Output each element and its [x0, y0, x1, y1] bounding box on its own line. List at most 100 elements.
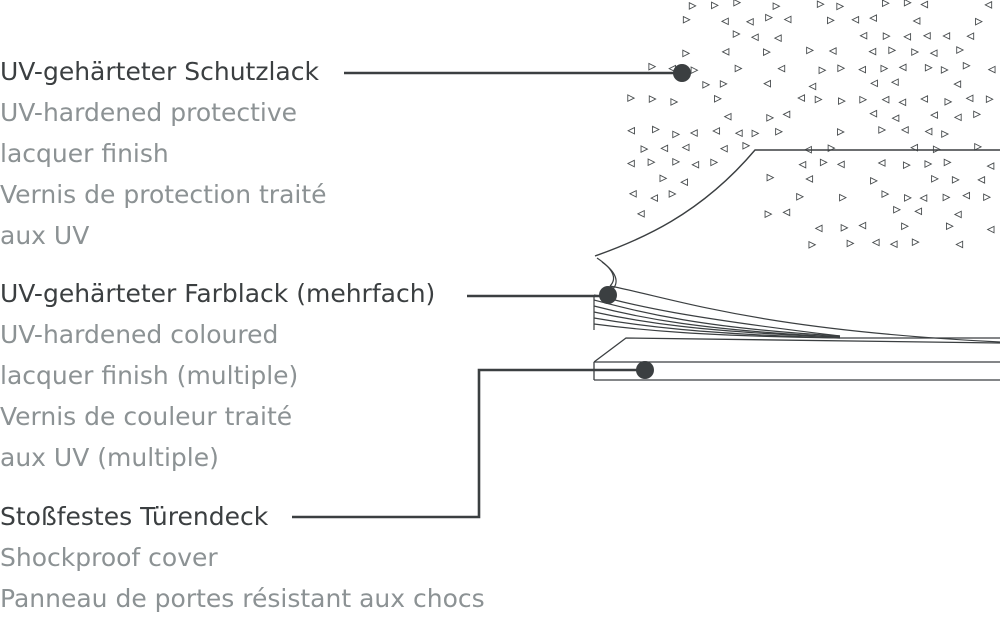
uv-particle — [903, 32, 912, 41]
uv-particle — [798, 160, 807, 169]
uv-particle — [734, 64, 743, 73]
uv-particle — [942, 32, 951, 40]
uv-particle — [836, 160, 845, 169]
label-primary: Stoßfestes Türendeck — [0, 502, 269, 531]
uv-particle — [719, 144, 728, 153]
callout-dot-protective-lacquer — [673, 64, 691, 82]
uv-particle — [732, 30, 741, 38]
uv-particle — [859, 31, 868, 40]
uv-particle — [984, 0, 993, 9]
uv-particle — [742, 141, 751, 150]
uv-particle — [652, 125, 660, 134]
uv-particle — [714, 94, 722, 103]
uv-particle — [814, 95, 823, 104]
uv-particle — [929, 49, 938, 58]
uv-particle — [940, 66, 949, 74]
uv-particle — [891, 114, 900, 123]
uv-particle — [766, 173, 775, 182]
uv-particle — [870, 79, 878, 88]
uv-particle — [796, 192, 805, 201]
uv-particle — [720, 17, 729, 26]
label-secondary: Panneau de portes résistant aux chocs — [0, 584, 485, 613]
uv-particle — [627, 94, 636, 102]
uv-particle — [953, 210, 962, 219]
uv-particle — [966, 32, 975, 41]
uv-particle — [962, 191, 971, 200]
uv-particle — [901, 222, 909, 231]
uv-particle — [688, 1, 697, 10]
uv-particle — [951, 175, 960, 184]
uv-particle — [689, 129, 698, 137]
leader-line-shockproof-cover — [292, 368, 645, 519]
uv-particle — [690, 66, 699, 75]
uv-particle — [910, 143, 919, 152]
uv-particle — [965, 94, 974, 103]
uv-particle — [902, 161, 911, 170]
uv-particle — [985, 95, 994, 104]
uv-particle — [889, 240, 898, 249]
uv-particle — [640, 145, 649, 153]
uv-particle — [858, 65, 866, 74]
uv-particle — [904, 193, 912, 202]
leader-lines — [292, 71, 682, 519]
label-secondary: lacquer finish (multiple) — [0, 361, 299, 390]
uv-particle — [888, 46, 897, 55]
uv-particle — [682, 15, 691, 24]
uv-particle — [943, 158, 952, 167]
uv-particle — [941, 130, 950, 138]
uv-particle — [851, 15, 860, 24]
uv-particle — [870, 176, 878, 185]
uv-particle — [881, 190, 890, 199]
label-primary: UV-gehärteter Farblack (mehrfach) — [0, 279, 436, 308]
uv-particle — [900, 125, 909, 134]
uv-particle — [893, 205, 902, 214]
uv-particle — [920, 0, 929, 9]
uv-particle — [871, 238, 880, 247]
uv-particle — [882, 32, 891, 41]
label-protective-lacquer: UV-gehärteter Schutzlack UV-hardened pro… — [0, 51, 327, 256]
uv-particle — [766, 113, 775, 122]
label-secondary: aux UV — [0, 221, 90, 250]
uv-particle — [668, 190, 677, 198]
uv-particle — [983, 193, 992, 202]
coloured-lacquer-sheets — [593, 257, 1000, 343]
uv-particle — [839, 193, 847, 202]
uv-particle — [819, 158, 828, 167]
uv-particle — [626, 159, 635, 168]
label-primary: UV-gehärteter Schutzlack — [0, 57, 319, 86]
uv-particle — [878, 126, 887, 134]
uv-particle — [912, 17, 921, 25]
uv-particle — [840, 223, 849, 232]
uv-particle — [838, 97, 846, 106]
uv-particle — [836, 2, 845, 11]
uv-particle — [922, 31, 931, 40]
uv-particle — [953, 113, 962, 122]
uv-particle — [956, 46, 965, 54]
uv-particle — [944, 97, 953, 106]
uv-particle — [733, 0, 742, 7]
uv-particle — [805, 175, 814, 183]
uv-particle — [962, 61, 971, 70]
uv-particle — [881, 0, 890, 8]
label-secondary: Vernis de couleur traité — [0, 402, 293, 431]
uv-particle — [782, 208, 791, 217]
uv-particle — [650, 194, 658, 203]
uv-particle — [719, 80, 728, 88]
uv-particle — [837, 128, 845, 136]
uv-particle — [987, 65, 996, 74]
uv-particle — [647, 158, 656, 167]
uv-particle — [920, 95, 929, 103]
uv-particle — [977, 175, 986, 184]
uv-particle — [710, 158, 719, 167]
uv-particle — [783, 15, 792, 24]
uv-particle — [880, 64, 889, 73]
uv-particle — [627, 126, 635, 135]
callout-dot-shockproof-cover — [636, 361, 654, 379]
uv-particle — [808, 240, 817, 249]
uv-particle — [628, 189, 637, 198]
uv-particle — [911, 238, 920, 247]
uv-particle — [858, 221, 867, 230]
uv-particle — [712, 127, 721, 135]
uv-particle — [751, 129, 760, 138]
